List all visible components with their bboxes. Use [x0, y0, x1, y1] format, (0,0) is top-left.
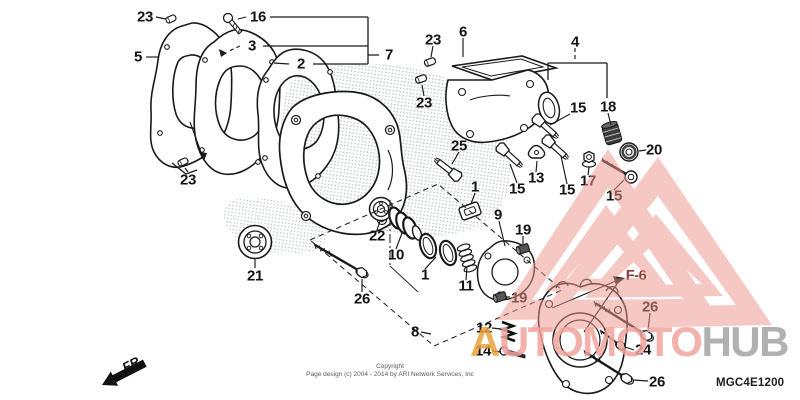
grommet-20 [619, 142, 639, 162]
plate-1 [458, 201, 482, 221]
diagram-code: MGC4E1200 [716, 377, 785, 389]
spring-11 [456, 243, 478, 273]
part-number-label: 1 [471, 178, 479, 196]
copyright-line2: Page design (c) 2004 - 2014 by ARI Netwo… [306, 371, 474, 379]
front-marker-label: FR. [119, 352, 146, 375]
cap-19-a [515, 243, 531, 255]
part-number-label: 18 [600, 98, 616, 116]
bolt-15-d [601, 157, 638, 184]
bearing-22 [368, 196, 394, 222]
part-number-label: 13 [528, 169, 544, 187]
plate-3 [193, 28, 281, 176]
nut-17 [581, 150, 597, 168]
cap-19-b [492, 291, 508, 303]
screw-16 [222, 12, 243, 35]
watermark-triangle-left [497, 149, 718, 320]
part-number-label: 21 [247, 267, 263, 285]
part-number-label: 6 [459, 23, 467, 41]
part-number-label: 22 [369, 227, 385, 245]
part-number-label: 9 [494, 206, 502, 224]
part-number-label: 23 [180, 171, 196, 189]
front-marker: FR. [96, 348, 166, 396]
part-number-label: 15 [559, 181, 575, 199]
part-number-label: 1 [421, 266, 429, 284]
reference-label: F-6 [625, 268, 647, 284]
part-number-label: 23 [416, 94, 432, 112]
part-number-label: 3 [248, 37, 256, 55]
gasket-5 [149, 22, 233, 175]
part-number-label: 15 [570, 99, 586, 117]
boot-18 [601, 121, 623, 146]
clamp-13 [527, 144, 546, 159]
gasket-9 [476, 240, 536, 301]
part-number-label: 4 [571, 33, 579, 51]
copyright-line1: Copyright [376, 363, 404, 370]
halftone-shading [223, 63, 511, 254]
watermark-text-hub: HUB [701, 318, 789, 365]
bolt-15-a [529, 111, 563, 143]
part-number-label: 16 [250, 8, 266, 26]
part-number-label: 17 [580, 172, 596, 190]
bolt-26-left [313, 242, 369, 279]
part-number-label: 15 [606, 187, 622, 205]
watermark-text-moto: UTOMOTO [498, 318, 703, 365]
part-number-label: 23 [137, 8, 153, 26]
part-number-label: 11 [458, 277, 474, 295]
part-number-label: 19 [515, 221, 531, 239]
piston-rings-1 [418, 232, 458, 267]
part-number-label: 26 [642, 298, 658, 316]
rear-crankcase-cover [278, 90, 408, 236]
part-number-label: 19 [511, 289, 527, 307]
copyright-note: Copyright Page design (c) 2004 - 2014 by… [240, 363, 540, 379]
part-number-label: 15 [509, 180, 525, 198]
part-number-label: 26 [649, 373, 665, 391]
part-number-label: 25 [451, 137, 467, 155]
part-number-label: 23 [425, 31, 441, 49]
watermark-text-a: A [470, 318, 500, 365]
watermark-text: AUTOMOTOHUB [470, 318, 789, 365]
dowel-pins-23 [165, 14, 437, 167]
bolt-15-b [493, 140, 527, 172]
bolt-15-c [539, 132, 573, 164]
bolt-25 [430, 153, 465, 184]
leader-arrowheads [199, 49, 625, 285]
part-number-label: 20 [646, 141, 662, 159]
gasket-2 [256, 48, 340, 189]
pump-housing-6 [445, 55, 561, 144]
part-number-label: 10 [388, 246, 404, 264]
piston-10 [388, 206, 423, 241]
part-number-label: 5 [134, 48, 142, 66]
part-number-label: 26 [354, 290, 370, 308]
watermark-triangle-right [530, 157, 772, 330]
grommet-21 [237, 224, 273, 260]
part-number-label: 8 [411, 323, 419, 341]
part-number-label: 2 [297, 55, 305, 73]
part-number-label: 7 [385, 46, 393, 64]
